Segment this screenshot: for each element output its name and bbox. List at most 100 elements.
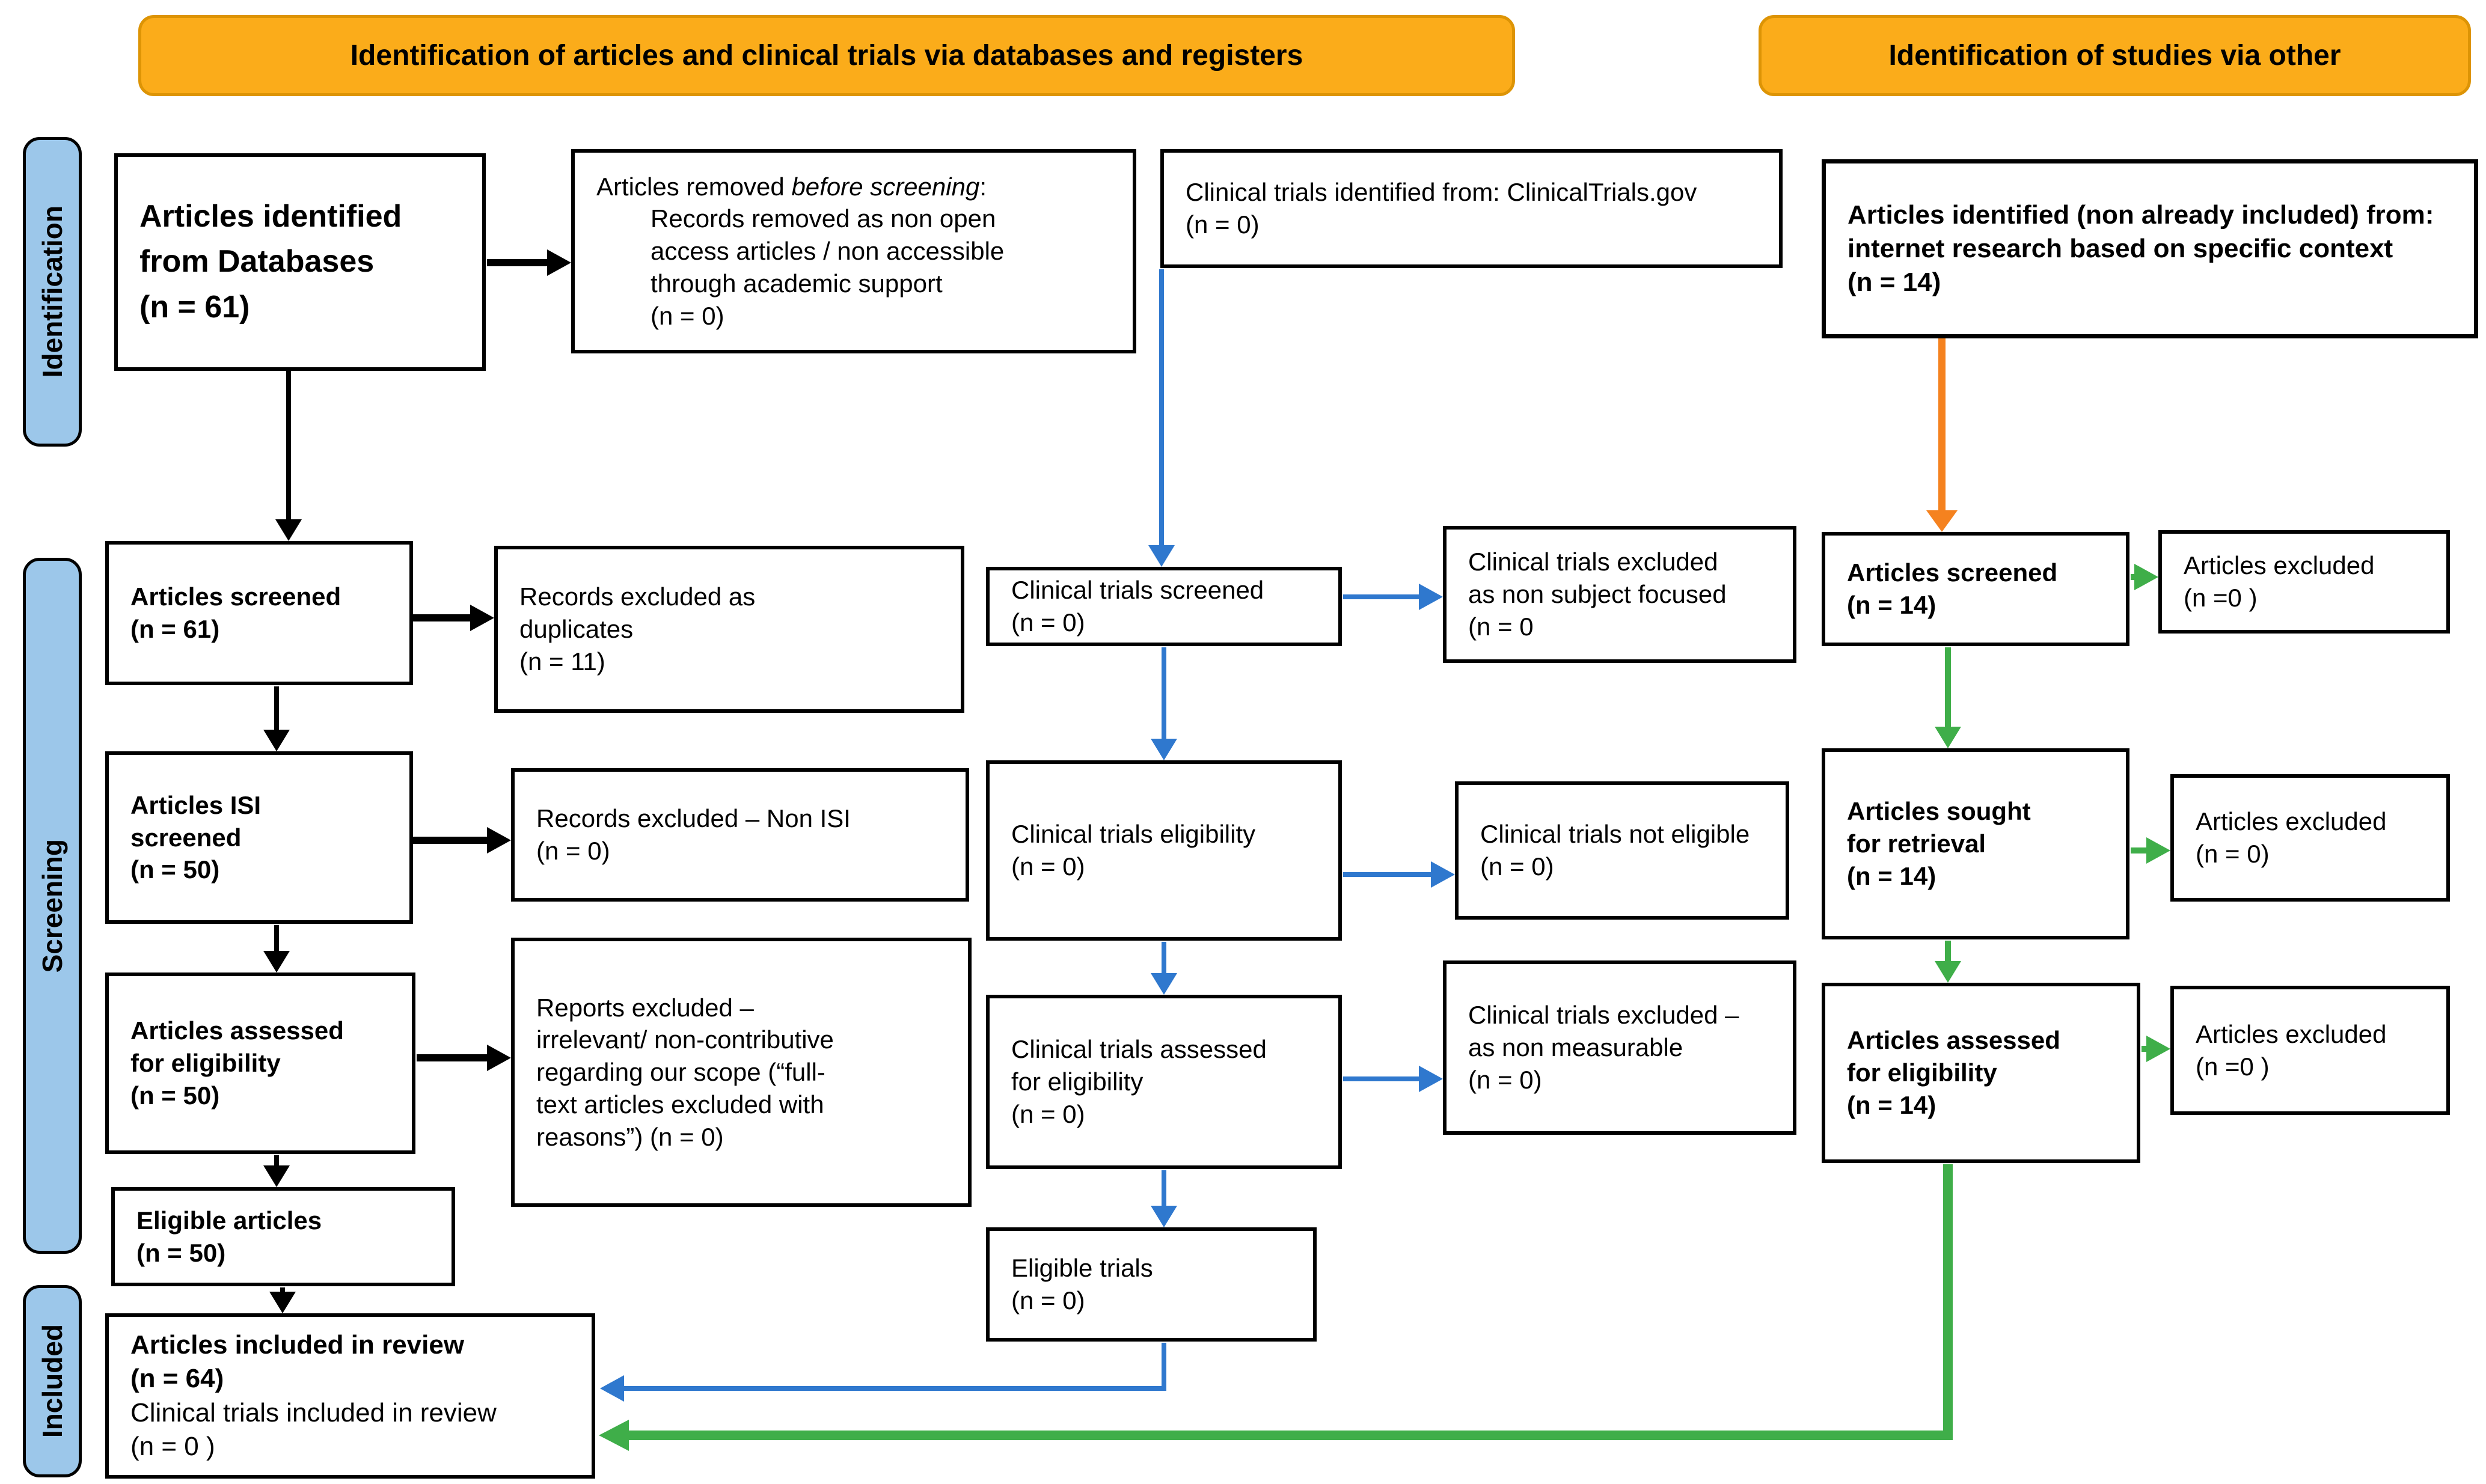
arrow-sought-to-excl2-line — [2131, 847, 2146, 853]
arrow-ct-screened-to-excluded-head — [1419, 584, 1443, 610]
box-other-articles-excluded-1: Articles excluded (n =0 ) — [2158, 530, 2450, 634]
box-eligible-articles: Eligible articles (n = 50) — [111, 1187, 455, 1286]
arrow-isi-to-assessed-line — [274, 925, 279, 951]
arrow-assessed-to-reports-line — [417, 1054, 487, 1061]
arrow-ct-screened-to-excluded-line — [1343, 594, 1419, 599]
arrow-isi-to-nonisi-head — [487, 827, 511, 853]
box-reports-excluded: Reports excluded – irrelevant/ non-contr… — [511, 938, 972, 1207]
arrow-ct-identified-to-screened-line — [1159, 269, 1164, 545]
arrow-sought-to-excl2-head — [2146, 837, 2170, 864]
arrow-ct-identified-to-screened-head — [1148, 545, 1175, 567]
arrow-ct-screened-to-eligibility-line — [1162, 647, 1166, 739]
arrow-screened-to-duplicates-head — [470, 605, 494, 631]
box-articles-identified-internet-text: Articles identified (non already include… — [1848, 200, 2434, 298]
box-records-excluded-non-isi: Records excluded – Non ISI (n = 0) — [511, 768, 969, 902]
arrow-rassessed-to-included-vline — [1943, 1164, 1953, 1431]
phase-tab-included: Included — [23, 1285, 82, 1477]
arrow-ct-eligibility-to-noteligible-head — [1431, 861, 1455, 888]
arrow-assessed-to-eligible-line — [274, 1155, 279, 1165]
phase-tab-included-label: Included — [37, 1324, 68, 1438]
box-articles-sought-retrieval-text: Articles sought for retrieval (n = 14) — [1847, 797, 2031, 890]
arrow-identified-to-removed-head — [547, 249, 571, 276]
phase-tab-identification-label: Identification — [37, 206, 68, 378]
arrow-assessed-to-reports-head — [487, 1045, 511, 1071]
arrow-ct-assessed-to-nonmeasurable-line — [1343, 1076, 1419, 1081]
arrow-screened-to-isi-head — [263, 730, 290, 751]
arrow-isi-to-assessed-head — [263, 951, 290, 973]
box-other-articles-excluded-3-text: Articles excluded (n =0 ) — [2196, 1019, 2387, 1081]
arrow-eligible-to-included-head — [269, 1292, 296, 1313]
box-eligible-articles-text: Eligible articles (n = 50) — [136, 1206, 322, 1267]
box-clinical-trials-screened-text: Clinical trials screened (n = 0) — [1011, 576, 1264, 637]
box-clinical-trials-identified-text: Clinical trials identified from: Clinica… — [1186, 178, 1697, 239]
box-other-articles-assessed-text: Articles assessed for eligibility (n = 1… — [1847, 1026, 2060, 1119]
box-eligible-trials-text: Eligible trials (n = 0) — [1011, 1254, 1153, 1315]
box-clinical-trials-excluded-non-measurable: Clinical trials excluded – as non measur… — [1443, 960, 1796, 1135]
box-included-regular-text: Clinical trials included in review (n = … — [130, 1397, 497, 1461]
box-other-articles-screened: Articles screened (n = 14) — [1822, 532, 2129, 646]
arrow-internet-to-screened-head — [1926, 510, 1958, 532]
box-clinical-trials-assessed-text: Clinical trials assessed for eligibility… — [1011, 1035, 1267, 1128]
banner-other-sources-label: Identification of studies via other — [1888, 40, 2341, 72]
box-clinical-trials-eligibility-text: Clinical trials eligibility (n = 0) — [1011, 820, 1256, 881]
box-articles-removed-intro: Articles removed before screening: — [596, 172, 987, 201]
box-articles-identified-internet: Articles identified (non already include… — [1822, 159, 2478, 338]
box-articles-assessed-eligibility: Articles assessed for eligibility (n = 5… — [105, 973, 415, 1154]
box-articles-identified-from-databases: Articles identified from Databases (n = … — [114, 153, 486, 371]
arrow-rscreened-to-excl1-line — [2131, 574, 2135, 580]
box-articles-assessed-eligibility-text: Articles assessed for eligibility (n = 5… — [130, 1016, 344, 1110]
arrow-eligible-to-included-line — [280, 1287, 285, 1292]
arrow-ct-assessed-to-eligtrials-line — [1162, 1170, 1166, 1206]
box-records-excluded-duplicates-text: Records excluded as duplicates (n = 11) — [519, 582, 756, 676]
phase-tab-identification: Identification — [23, 137, 82, 447]
box-articles-isi-screened: Articles ISI screened (n = 50) — [105, 751, 413, 924]
box-articles-isi-screened-text: Articles ISI screened (n = 50) — [130, 790, 262, 884]
box-articles-screened-text: Articles screened (n = 61) — [130, 582, 341, 643]
box-other-articles-excluded-1-text: Articles excluded (n =0 ) — [2184, 551, 2375, 612]
arrow-identified-to-screened-head — [275, 519, 302, 541]
banner-databases-registers: Identification of articles and clinical … — [138, 15, 1515, 96]
box-articles-included-in-review: Articles included in review (n = 64) Cli… — [105, 1313, 595, 1479]
box-clinical-trials-identified: Clinical trials identified from: Clinica… — [1160, 149, 1783, 268]
box-other-articles-screened-text: Articles screened (n = 14) — [1847, 558, 2058, 619]
arrow-ct-assessed-to-nonmeasurable-head — [1419, 1066, 1443, 1092]
arrow-eligtrials-to-included-hline — [624, 1386, 1166, 1391]
arrow-screened-to-duplicates-line — [413, 614, 470, 621]
before-screening-italic: before screening — [791, 172, 980, 201]
box-other-articles-excluded-2-text: Articles excluded (n = 0) — [2196, 807, 2387, 868]
phase-tab-screening: Screening — [23, 558, 82, 1254]
box-clinical-trials-assessed: Clinical trials assessed for eligibility… — [986, 995, 1342, 1169]
box-other-articles-assessed: Articles assessed for eligibility (n = 1… — [1822, 983, 2140, 1163]
box-articles-sought-retrieval: Articles sought for retrieval (n = 14) — [1822, 748, 2129, 939]
box-included-bold-text: Articles included in review (n = 64) — [130, 1330, 465, 1394]
arrow-rassessed-to-excl3-head — [2146, 1036, 2170, 1062]
arrow-rscreened-to-sought-head — [1935, 727, 1961, 748]
box-clinical-trials-excluded-non-subject: Clinical trials excluded as non subject … — [1443, 526, 1796, 663]
box-clinical-trials-excluded-non-subject-text: Clinical trials excluded as non subject … — [1468, 548, 1727, 641]
arrow-rassessed-to-excl3-line — [2142, 1046, 2146, 1052]
arrow-rassessed-to-included-head — [599, 1420, 629, 1451]
box-clinical-trials-not-eligible-text: Clinical trials not eligible (n = 0) — [1480, 820, 1750, 881]
box-eligible-trials: Eligible trials (n = 0) — [986, 1227, 1317, 1342]
box-articles-removed-detail: Records removed as non open access artic… — [651, 204, 1005, 330]
arrow-ct-assessed-to-eligtrials-head — [1151, 1206, 1177, 1227]
arrow-isi-to-nonisi-line — [413, 837, 487, 844]
arrow-identified-to-screened-line — [286, 371, 291, 519]
arrow-sought-to-rassessed-line — [1945, 941, 1951, 961]
arrow-rassessed-to-included-hline — [629, 1431, 1953, 1440]
arrow-ct-screened-to-eligibility-head — [1151, 739, 1177, 760]
arrow-rscreened-to-excl1-head — [2134, 564, 2158, 590]
arrow-eligtrials-to-included-head — [600, 1375, 624, 1402]
banner-databases-registers-label: Identification of articles and clinical … — [350, 40, 1303, 72]
box-records-excluded-non-isi-text: Records excluded – Non ISI (n = 0) — [536, 804, 851, 865]
box-other-articles-excluded-2: Articles excluded (n = 0) — [2170, 774, 2450, 902]
arrow-sought-to-rassessed-head — [1935, 961, 1961, 983]
box-clinical-trials-eligibility: Clinical trials eligibility (n = 0) — [986, 760, 1342, 941]
box-clinical-trials-excluded-non-measurable-text: Clinical trials excluded – as non measur… — [1468, 1001, 1739, 1094]
box-articles-screened: Articles screened (n = 61) — [105, 541, 413, 685]
box-other-articles-excluded-3: Articles excluded (n =0 ) — [2170, 986, 2450, 1115]
box-clinical-trials-screened: Clinical trials screened (n = 0) — [986, 567, 1342, 646]
arrow-identified-to-removed-line — [487, 259, 547, 266]
arrow-ct-eligibility-to-noteligible-line — [1343, 872, 1431, 877]
